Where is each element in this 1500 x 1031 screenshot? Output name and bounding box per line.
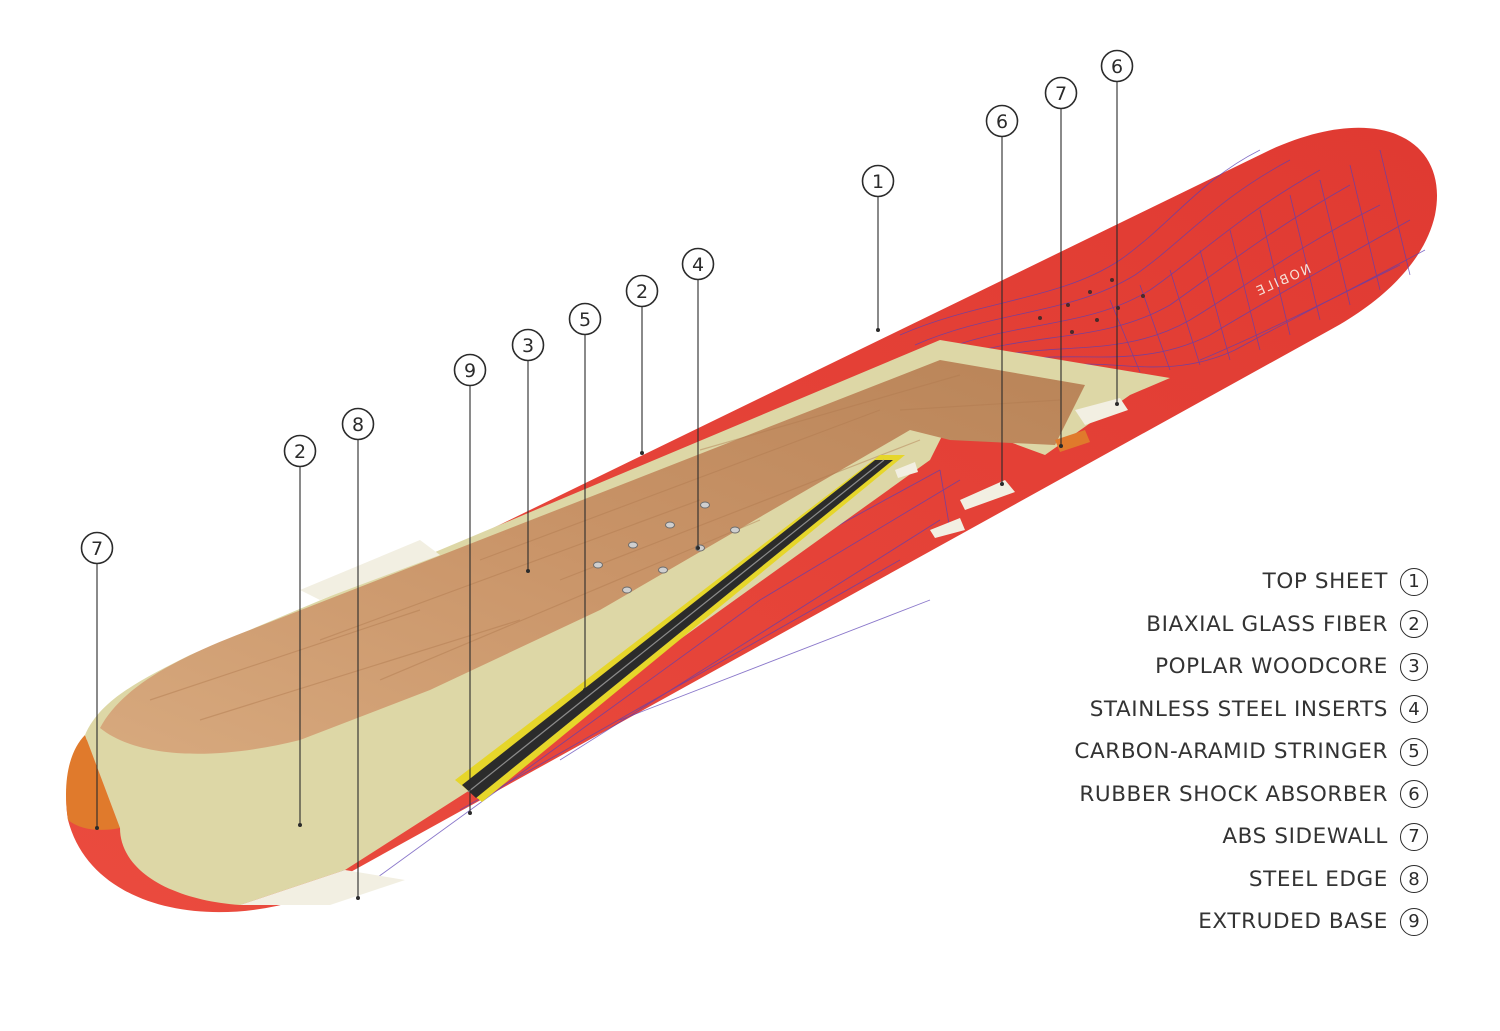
legend-label: BIAXIAL GLASS FIBER	[1146, 611, 1388, 637]
legend-item-steel-edge: STEEL EDGE 8	[1074, 864, 1428, 896]
callout-circle-glassfiber-nose	[625, 274, 659, 308]
callout-circle-base	[453, 353, 487, 387]
legend-item-extruded-base: EXTRUDED BASE 9	[1074, 906, 1428, 938]
callout-circle-inserts	[681, 247, 715, 281]
legend-label: STAINLESS STEEL INSERTS	[1089, 696, 1388, 722]
callout-number: 6	[1111, 56, 1123, 78]
shock-absorber-3	[895, 462, 918, 478]
legend-number: 3	[1400, 652, 1428, 681]
callout-circle-steel-edge	[341, 407, 375, 441]
shock-absorber-2	[1075, 398, 1128, 425]
legend-number: 5	[1400, 737, 1428, 766]
callout-numbers: 7 2 8 9 3 5 2 4 1 6 7 6	[91, 56, 1123, 560]
topsheet-grid-pattern	[899, 149, 1426, 373]
callout-circle-shock-absorber-1	[985, 104, 1019, 138]
callout-number: 6	[996, 111, 1008, 133]
callout-circle-sidewall-tail	[80, 531, 114, 565]
glassfiber-edge	[240, 870, 405, 905]
legend-item-stainless-steel-inserts: STAINLESS STEEL INSERTS 4	[1074, 694, 1428, 726]
callout-number: 1	[872, 171, 884, 193]
sidewall-nose	[1055, 430, 1090, 452]
callout-number: 9	[464, 360, 476, 382]
leader-lines	[96, 82, 1118, 898]
topsheet-insert-dots	[1038, 278, 1145, 334]
callout-number: 7	[91, 538, 103, 560]
legend-item-poplar-woodcore: POPLAR WOODCORE 3	[1074, 651, 1428, 683]
callout-circle-shock-absorber-2	[1100, 49, 1134, 83]
legend-number: 1	[1400, 567, 1428, 596]
stringer-stripe	[467, 459, 885, 793]
legend-label: RUBBER SHOCK ABSORBER	[1079, 781, 1388, 807]
woodcore-grain	[149, 374, 1061, 721]
legend-item-carbon-aramid-stringer: CARBON-ARAMID STRINGER 5	[1074, 736, 1428, 768]
callout-circle-glassfiber-tail	[283, 434, 317, 468]
legend-number: 4	[1400, 695, 1428, 724]
legend-label: CARBON-ARAMID STRINGER	[1074, 739, 1388, 765]
shock-absorber-1	[960, 480, 1015, 510]
callout-circle-woodcore	[511, 328, 545, 362]
legend-number: 2	[1400, 610, 1428, 639]
layer-legend: TOP SHEET 1 BIAXIAL GLASS FIBER 2 POPLAR…	[1074, 566, 1428, 938]
callout-number: 2	[294, 441, 306, 463]
callout-number: 3	[522, 335, 534, 357]
callout-number: 5	[579, 309, 591, 331]
stringer-carbon	[462, 460, 893, 798]
woodcore-layer	[100, 360, 1085, 754]
legend-label: STEEL EDGE	[1248, 866, 1388, 892]
sidewall-tail	[65, 735, 120, 830]
legend-item-biaxial-glass-fiber: BIAXIAL GLASS FIBER 2	[1074, 609, 1428, 641]
shock-absorber-4	[930, 518, 965, 538]
legend-label: POPLAR WOODCORE	[1155, 654, 1388, 680]
legend-number: 8	[1400, 865, 1428, 894]
callout-number: 4	[692, 254, 704, 276]
legend-number: 6	[1400, 780, 1428, 809]
legend-item-abs-sidewall: ABS SIDEWALL 7	[1074, 821, 1428, 853]
legend-label: EXTRUDED BASE	[1198, 909, 1388, 935]
legend-label: TOP SHEET	[1262, 569, 1388, 595]
callouts	[80, 49, 1134, 565]
callout-number: 8	[352, 414, 364, 436]
legend-item-top-sheet: TOP SHEET 1	[1074, 566, 1428, 598]
legend-item-rubber-shock-absorber: RUBBER SHOCK ABSORBER 6	[1074, 779, 1428, 811]
leader-dots	[95, 328, 1119, 900]
callout-circle-topsheet	[861, 164, 895, 198]
glassfiber-edge-2	[300, 540, 440, 600]
legend-number: 9	[1400, 907, 1428, 936]
callout-number: 7	[1055, 83, 1067, 105]
callout-circle-stringer	[568, 302, 602, 336]
legend-number: 7	[1400, 822, 1428, 851]
glassfiber-layer	[85, 340, 1170, 905]
legend-label: ABS SIDEWALL	[1222, 824, 1388, 850]
callout-circle-sidewall-nose	[1044, 76, 1078, 110]
callout-number: 2	[636, 281, 648, 303]
